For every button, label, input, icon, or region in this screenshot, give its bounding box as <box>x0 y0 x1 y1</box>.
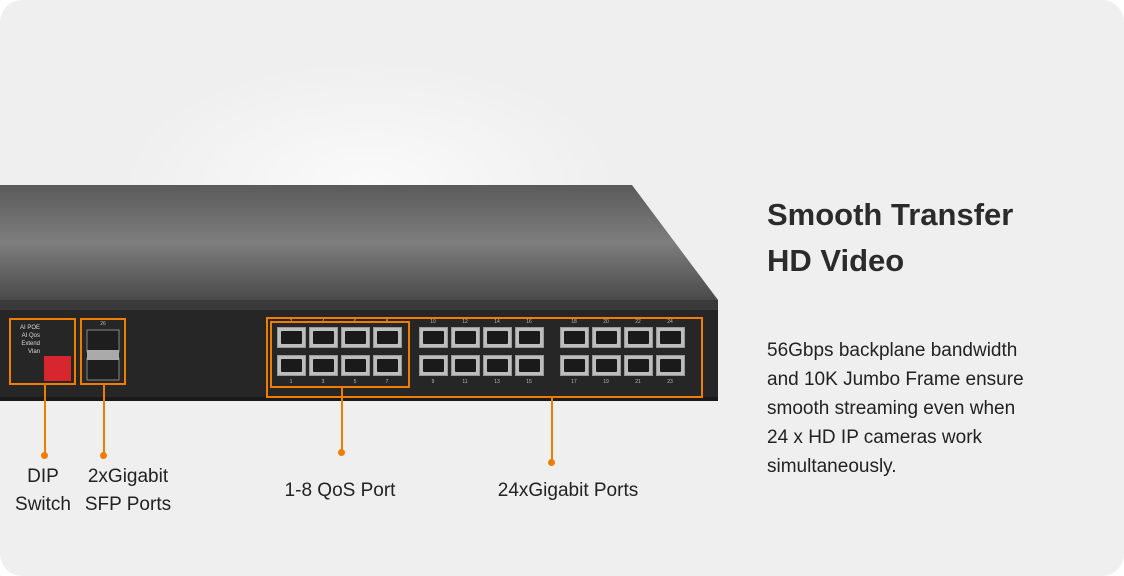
rj45-port <box>624 327 653 348</box>
dip-switch-option: AI Qos <box>21 333 40 339</box>
port-number: 22 <box>635 319 641 325</box>
port-number: 17 <box>571 379 577 385</box>
qos-leader-dot <box>338 449 345 456</box>
switch-top-face <box>0 185 718 300</box>
rj45-port <box>592 327 621 348</box>
rj45-port <box>656 355 685 376</box>
port-number: 5 <box>353 379 357 385</box>
port-number: 16 <box>526 319 532 325</box>
rj45-port <box>419 355 448 376</box>
rj45-port <box>451 355 480 376</box>
rj45-port <box>560 327 589 348</box>
dip-switch-highlight <box>9 318 76 385</box>
qos-ports-highlight <box>270 321 410 388</box>
rj45-port <box>483 355 512 376</box>
rj45-port <box>341 355 370 376</box>
port-number: 10 <box>430 319 436 325</box>
dip-switch-option: AI POE <box>19 325 40 331</box>
sfp-highlight <box>80 318 126 385</box>
sfp-leader-line <box>103 385 105 455</box>
port-number: 18 <box>571 319 577 325</box>
port-number: 11 <box>462 379 468 385</box>
dip-switch-option: Vlan <box>27 349 40 355</box>
sfp-port-number: 26 <box>100 321 106 327</box>
rj45-port <box>451 327 480 348</box>
rj45-port <box>309 355 338 376</box>
dip-switch-option: Extend <box>21 341 40 347</box>
port-number: 24 <box>667 319 673 325</box>
port-number: 14 <box>494 319 500 325</box>
port-number: 20 <box>603 319 609 325</box>
rj45-port <box>277 355 306 376</box>
dip-leader-line <box>44 385 46 455</box>
port-number: 3 <box>321 379 325 385</box>
rj45-port <box>277 327 306 348</box>
gigabit-ports-highlight <box>266 317 703 398</box>
rj45-port <box>373 327 402 348</box>
dip-leader-dot <box>41 452 48 459</box>
port-number: 23 <box>667 379 673 385</box>
port-number: 9 <box>431 379 435 385</box>
port-number: 12 <box>462 319 468 325</box>
dip-switch-block <box>44 356 71 381</box>
port-number: 21 <box>635 379 641 385</box>
port-number: 7 <box>385 379 389 385</box>
rj45-port <box>656 327 685 348</box>
rj45-port <box>483 327 512 348</box>
rj45-port <box>309 327 338 348</box>
rj45-port <box>341 327 370 348</box>
rj45-port <box>373 355 402 376</box>
port-number: 1 <box>289 379 293 385</box>
port-number: 13 <box>494 379 500 385</box>
gigabit-leader-line <box>551 398 553 462</box>
qos-leader-line <box>341 388 343 452</box>
rj45-port <box>624 355 653 376</box>
rj45-port <box>560 355 589 376</box>
port-number: 15 <box>526 379 532 385</box>
gigabit-leader-dot <box>548 459 555 466</box>
rj45-port <box>419 327 448 348</box>
rj45-port <box>515 327 544 348</box>
gigabit-ports-label: 24xGigabit Ports <box>497 480 639 501</box>
rj45-port <box>592 355 621 376</box>
sfp-leader-dot <box>100 452 107 459</box>
port-number: 19 <box>603 379 609 385</box>
rj45-port <box>515 355 544 376</box>
qos-port-label: 1-8 QoS Port <box>284 480 396 501</box>
